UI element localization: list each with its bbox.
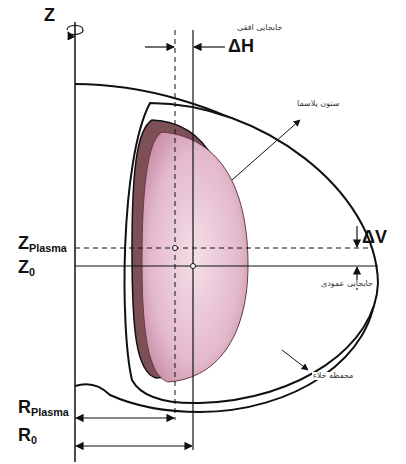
z0-label: Z0 (18, 258, 35, 277)
r-plasma-label: RPlasma (18, 398, 69, 417)
plasma-center (173, 246, 178, 251)
r-plasma-dimension (76, 417, 174, 418)
leader-line (232, 120, 300, 180)
dh-arrow (194, 46, 225, 47)
annotation: جابجایی عمودی (320, 280, 374, 288)
symmetry-axis (74, 22, 76, 462)
r-plasma-line (175, 30, 176, 420)
first-wall (125, 103, 378, 403)
r0-dimension (76, 445, 192, 446)
rotation-arrow (67, 26, 83, 35)
vessel-center (191, 264, 196, 269)
z-plasma-label: ZPlasma (18, 234, 67, 253)
annotation: محفظه خلاء (312, 372, 354, 380)
annotation: جابجایی افقی (236, 24, 283, 32)
dh-label: ΔH (228, 37, 254, 55)
r0-label: R0 (18, 426, 37, 445)
axis-label: Z (44, 6, 55, 24)
r0-line (192, 30, 193, 450)
z-plasma-line (75, 248, 372, 249)
z0-line (75, 265, 378, 266)
leader-line (282, 350, 308, 370)
plasma-column (142, 132, 248, 382)
annotation: ستون پلاسما (296, 100, 340, 108)
dv-arrow (356, 226, 357, 247)
dv-label: ΔV (362, 228, 387, 246)
dh-arrow (145, 46, 174, 47)
